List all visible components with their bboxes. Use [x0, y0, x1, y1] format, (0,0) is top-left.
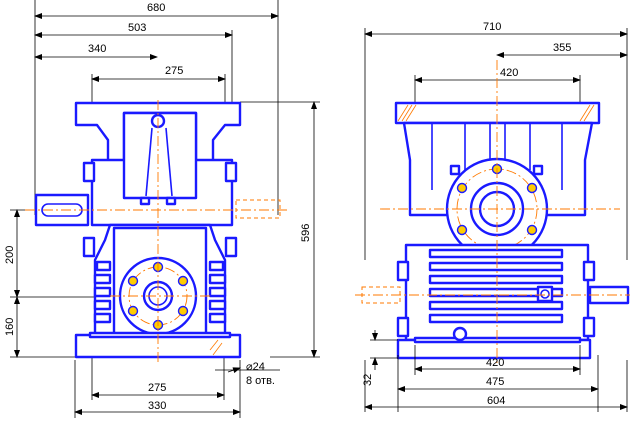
dim-420-top: 420 — [500, 67, 518, 79]
dim-hole-diameter: ⌀24 — [246, 361, 265, 373]
side-plug — [536, 285, 554, 303]
dim-275-top: 275 — [165, 65, 183, 77]
dim-596: 596 — [300, 224, 312, 242]
base-hole-hatch — [209, 339, 223, 356]
dim-710: 710 — [483, 21, 501, 33]
dim-680: 680 — [147, 2, 165, 14]
cooling-fins-right — [208, 260, 227, 324]
right-shaft-hidden — [235, 199, 281, 219]
front-centerlines — [25, 100, 290, 362]
dim-330: 330 — [148, 400, 166, 412]
dim-340: 340 — [88, 43, 106, 55]
side-view: 710 355 420 420 475 604 32 — [355, 21, 630, 412]
dim-503: 503 — [128, 22, 146, 34]
side-top-dimensions — [364, 28, 628, 260]
dim-hole-count: 8 отв. — [246, 375, 275, 387]
front-view: 680 503 340 275 596 200 160 275 330 ⌀24 … — [4, 0, 320, 418]
upper-housing-bolts — [82, 161, 238, 258]
side-flange-hatch — [397, 104, 595, 122]
front-top-dimensions — [34, 0, 279, 215]
dim-32: 32 — [362, 374, 374, 386]
side-ribs — [431, 123, 563, 190]
side-bottom-dimensions — [364, 330, 628, 412]
side-centerlines — [355, 60, 630, 365]
side-cooling-fins — [428, 248, 564, 324]
dim-200: 200 — [4, 246, 16, 264]
side-top-flange — [394, 101, 601, 125]
dim-275-bottom: 275 — [148, 382, 166, 394]
side-bolt-pads — [396, 164, 596, 338]
front-height-dimension — [240, 101, 320, 358]
dim-355: 355 — [553, 42, 571, 54]
dim-160: 160 — [4, 318, 16, 336]
dim-475: 475 — [486, 376, 504, 388]
cooling-fins-left — [93, 260, 112, 324]
dim-604: 604 — [487, 395, 505, 407]
side-drain-plug — [452, 326, 468, 342]
dim-420-bottom: 420 — [486, 357, 504, 369]
